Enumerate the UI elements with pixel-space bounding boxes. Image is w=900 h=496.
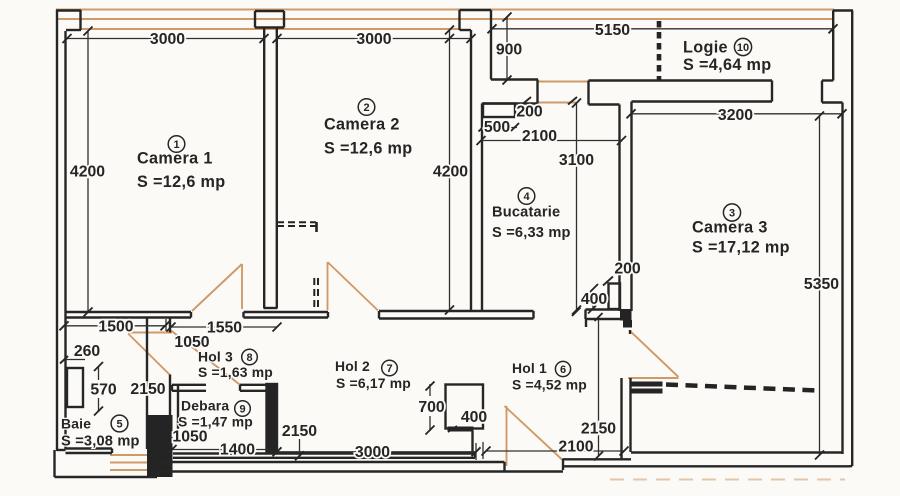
svg-text:1: 1 [173,139,179,151]
svg-text:5350: 5350 [804,276,839,293]
svg-text:Camera 3: Camera 3 [692,219,768,237]
svg-text:2150: 2150 [282,423,317,440]
svg-text:5150: 5150 [595,22,630,39]
svg-text:Bucatarie: Bucatarie [492,205,560,221]
svg-text:200: 200 [614,261,641,278]
svg-text:S =17,12 mp: S =17,12 mp [692,239,790,257]
svg-text:S =3,08 mp: S =3,08 mp [61,434,140,450]
svg-text:4: 4 [523,191,530,203]
svg-text:1550: 1550 [207,320,242,337]
svg-text:Debara: Debara [181,398,229,414]
svg-text:500: 500 [484,119,511,136]
svg-text:Hol 1: Hol 1 [512,360,547,376]
svg-text:3000: 3000 [356,31,391,48]
svg-text:S =6,33 mp: S =6,33 mp [492,225,571,241]
svg-text:3200: 3200 [718,107,753,124]
svg-text:200: 200 [516,104,543,121]
svg-text:S =1,47 mp: S =1,47 mp [178,414,253,430]
svg-text:5: 5 [116,419,122,431]
svg-text:2: 2 [363,102,369,114]
svg-text:3000: 3000 [355,444,390,461]
svg-text:7: 7 [386,363,392,375]
svg-text:570: 570 [90,382,117,399]
svg-text:Logie: Logie [683,39,728,57]
svg-text:3100: 3100 [559,152,594,169]
svg-text:2100: 2100 [558,439,593,456]
svg-text:S =1,63 mp: S =1,63 mp [198,364,273,380]
svg-text:Hol 3: Hol 3 [198,349,233,365]
svg-text:2150: 2150 [130,381,165,398]
svg-text:1050: 1050 [174,334,209,351]
svg-text:2100: 2100 [522,128,557,145]
svg-text:260: 260 [74,343,101,360]
svg-text:3: 3 [729,208,735,220]
svg-text:Camera 1: Camera 1 [137,150,213,168]
svg-text:S =6,17 mp: S =6,17 mp [336,375,411,391]
svg-text:10: 10 [737,42,749,54]
svg-text:S =4,52 mp: S =4,52 mp [512,377,587,393]
svg-text:8: 8 [246,352,252,364]
svg-text:9: 9 [239,404,245,416]
svg-text:3000: 3000 [150,31,185,48]
svg-text:2150: 2150 [581,421,616,438]
svg-text:Baie: Baie [61,416,91,432]
svg-text:900: 900 [496,42,523,59]
svg-text:S =12,6 mp: S =12,6 mp [137,173,226,191]
svg-text:400: 400 [581,291,608,308]
svg-text:400: 400 [461,409,488,426]
svg-text:4200: 4200 [433,164,468,181]
svg-text:S =12,6 mp: S =12,6 mp [324,140,413,158]
svg-text:Hol 2: Hol 2 [335,358,370,374]
svg-text:S =4,64 mp: S =4,64 mp [683,56,772,74]
svg-text:1400: 1400 [220,442,255,459]
svg-text:700: 700 [418,399,445,416]
svg-text:4200: 4200 [70,164,105,181]
svg-text:1050: 1050 [172,429,207,446]
svg-text:1500: 1500 [98,318,133,335]
svg-text:6: 6 [560,364,566,376]
svg-text:Camera 2: Camera 2 [324,116,400,134]
